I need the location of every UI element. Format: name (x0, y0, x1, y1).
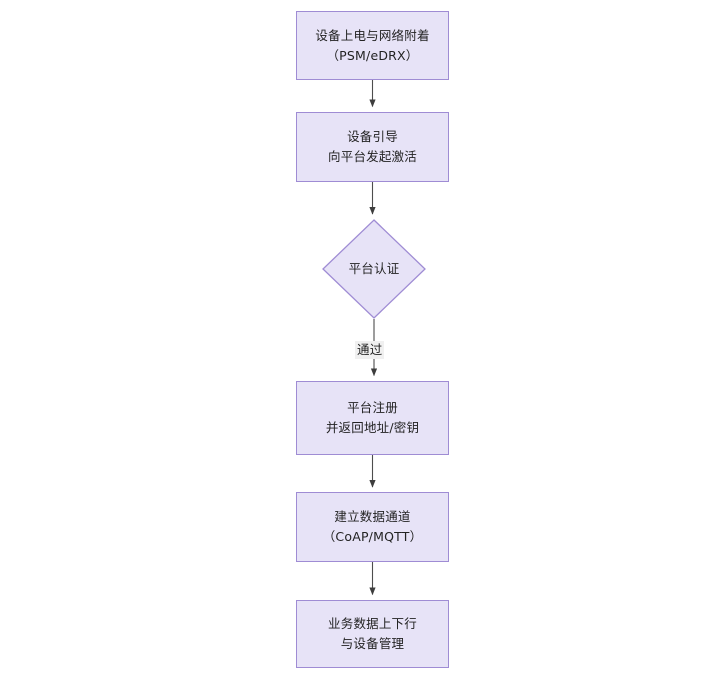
node-label: 设备引导向平台发起激活 (328, 127, 417, 167)
edge-label-text: 通过 (357, 342, 383, 357)
node-label: 设备上电与网络附着 （PSM/eDRX） (315, 26, 429, 66)
node-device-poweron[interactable]: 设备上电与网络附着 （PSM/eDRX） (296, 11, 449, 80)
node-line-2: 向平台发起激活 (328, 149, 417, 164)
node-data-channel[interactable]: 建立数据通道 （CoAP/MQTT） (296, 492, 449, 562)
node-device-bootstrap[interactable]: 设备引导向平台发起激活 (296, 112, 449, 182)
edge-label-pass: 通过 (355, 341, 385, 359)
node-line-1: 设备上电与网络附着 (315, 27, 430, 43)
node-line-1: 平台认证 (348, 261, 400, 276)
node-line-1: 业务数据上下行 (328, 616, 417, 631)
node-label: 平台注册并返回地址/密钥 (326, 398, 419, 438)
node-line-2: 并返回地址/密钥 (325, 420, 420, 435)
node-platform-auth-decision[interactable]: 平台认证 (322, 219, 426, 319)
node-label: 业务数据上下行与设备管理 (328, 614, 417, 654)
node-line-1: 建立数据通道 (334, 509, 411, 524)
diamond-shape (322, 219, 426, 319)
node-line-2: （PSM/eDRX） (326, 47, 419, 63)
node-label: 建立数据通道 （CoAP/MQTT） (323, 507, 423, 547)
node-line-2: 与设备管理 (340, 636, 405, 651)
node-line-2: （CoAP/MQTT） (322, 529, 423, 544)
node-line-1: 平台注册 (347, 400, 398, 415)
node-platform-register[interactable]: 平台注册并返回地址/密钥 (296, 381, 449, 455)
node-label: 平台认证 (322, 219, 426, 319)
node-line-1: 设备引导 (347, 129, 398, 144)
node-business-data[interactable]: 业务数据上下行与设备管理 (296, 600, 449, 668)
